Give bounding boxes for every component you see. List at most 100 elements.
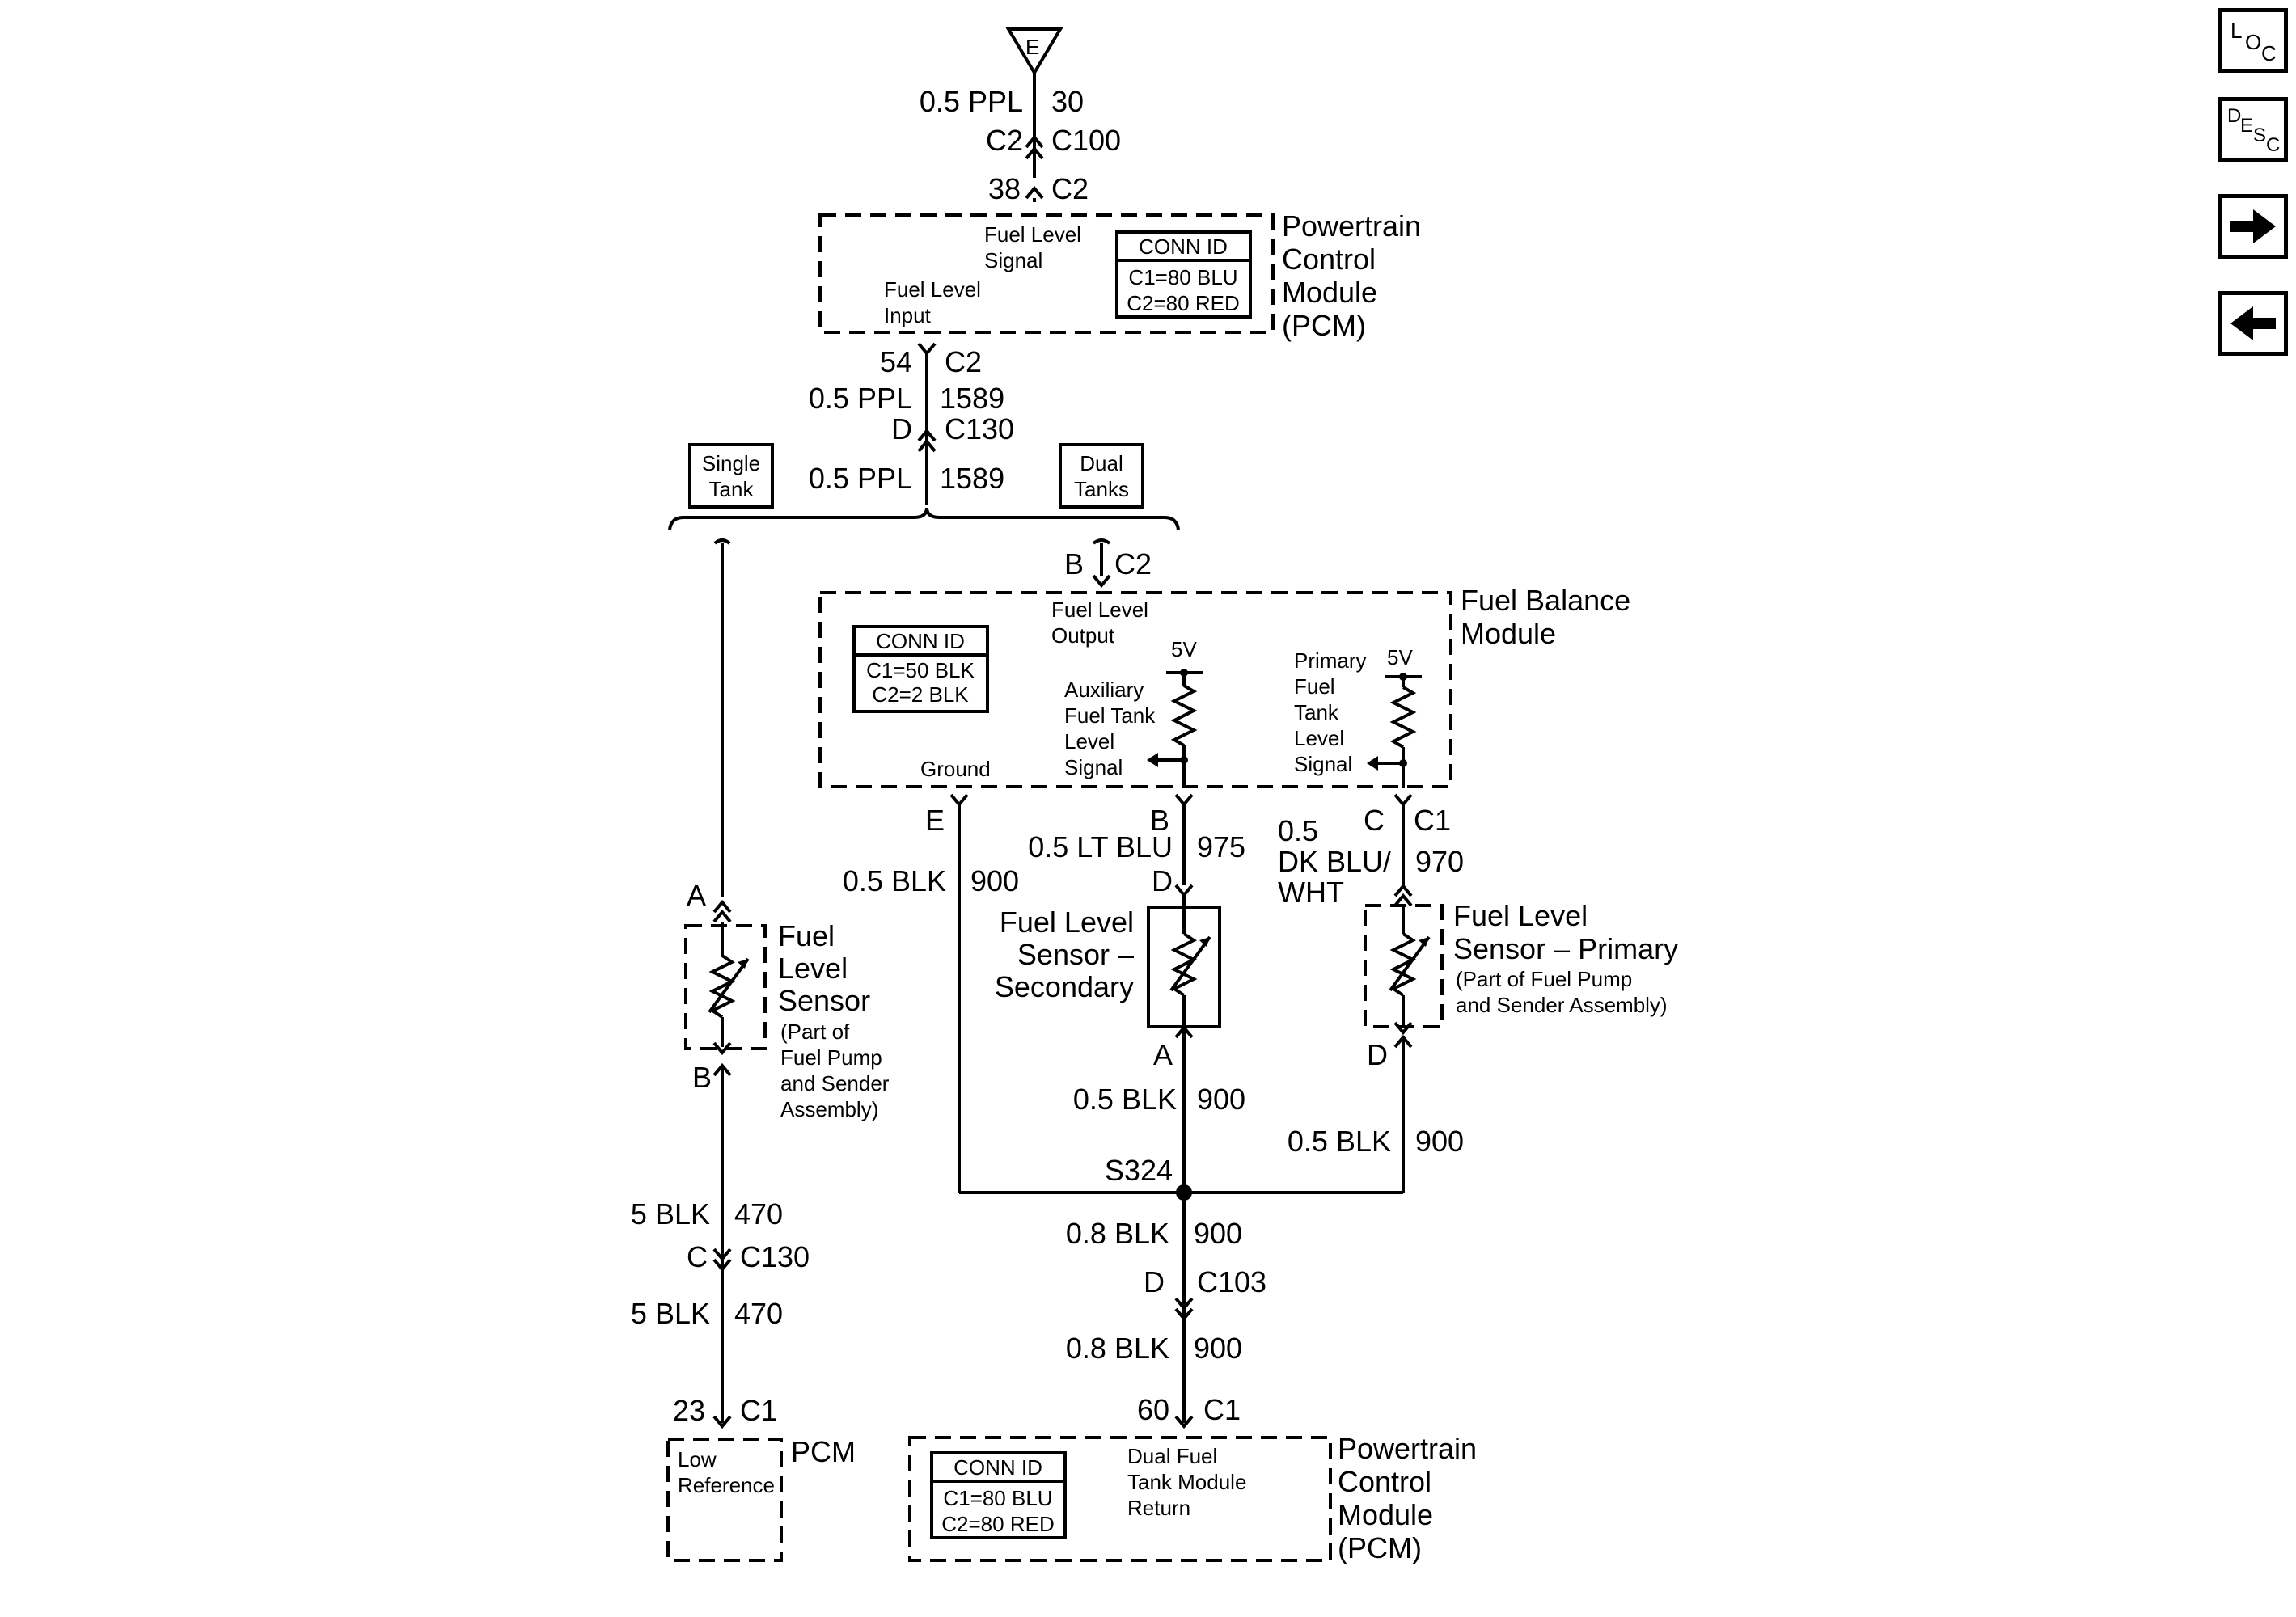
single-sensor-box — [684, 924, 767, 1050]
svg-text:C2=80 RED: C2=80 RED — [941, 1512, 1054, 1536]
fbm-aux-label-2: Fuel Tank — [1064, 703, 1156, 728]
svg-text:C1=80 BLU: C1=80 BLU — [943, 1486, 1052, 1510]
pcm-low-title: PCM — [791, 1435, 856, 1468]
wire-970-gauge-1: 0.5 — [1278, 814, 1318, 847]
c100-connector-symbol — [1025, 134, 1044, 160]
wire-470-gauge: 5 BLK — [631, 1197, 710, 1231]
pcm-c1-pin23-symbol — [712, 1415, 732, 1429]
primary-sensor-sub-2: and Sender Assembly) — [1456, 993, 1668, 1017]
pcm-return-label-2: Tank Module — [1127, 1470, 1246, 1494]
option-single-tank: Single Tank — [688, 443, 774, 509]
pcm-input-label-1: Fuel Level — [884, 277, 981, 302]
description-button[interactable]: D E S C — [2218, 97, 2288, 162]
single-sensor-sub-2: Fuel Pump — [780, 1045, 882, 1070]
fbm-aux-5v: 5V — [1171, 637, 1197, 661]
pcm-low-reference-box — [666, 1438, 783, 1562]
secondary-sensor-variable-arrow — [1169, 935, 1211, 992]
pcm-return-label-1: Dual Fuel — [1127, 1444, 1217, 1468]
svg-text:C1=80 BLU: C1=80 BLU — [1128, 265, 1237, 289]
single-sensor-bottom-pin-symbol — [712, 1041, 732, 1056]
pcm-conn-c1-left: C1 — [740, 1394, 777, 1427]
pcm-c2-pin38-symbol — [1025, 185, 1044, 200]
primary-sensor-title-1: Fuel Level — [1453, 899, 1588, 932]
single-sensor-pin-a: A — [687, 879, 706, 912]
primary-sensor-top-pin-symbol — [1393, 883, 1413, 907]
single-sensor-title-3: Sensor — [778, 984, 870, 1017]
location-button[interactable]: L O C — [2218, 8, 2288, 73]
c130-name: C130 — [945, 412, 1014, 445]
fbm-aux-label-1: Auxiliary — [1064, 678, 1144, 702]
single-sensor-pin-b: B — [692, 1061, 712, 1094]
single-branch-break — [713, 538, 731, 545]
wire-900-s-gauge: 0.8 BLK — [1066, 1217, 1169, 1250]
single-sensor-variable-arrow — [708, 957, 750, 1014]
pcm-conn-c2: C2 — [1051, 172, 1089, 205]
pcm-top-box — [818, 213, 1275, 334]
pri-signal-arrow — [1367, 756, 1378, 771]
wire-30-gauge: 0.5 PPL — [920, 85, 1023, 118]
previous-button[interactable] — [2218, 291, 2288, 356]
pcm-bottom-title-3: Module — [1338, 1498, 1433, 1531]
next-button[interactable] — [2218, 194, 2288, 259]
svg-text:CONN ID: CONN ID — [876, 629, 965, 653]
pcm-c2-pin54-symbol — [917, 342, 937, 357]
pcm-pin-60: 60 — [1137, 1393, 1169, 1426]
pcm-top-title-1: Powertrain — [1282, 209, 1421, 243]
fbm-pin-c-symbol — [1393, 793, 1413, 808]
svg-text:C: C — [2266, 134, 2280, 156]
fbm-pri-label-1: Primary — [1294, 648, 1367, 673]
fbm-aux-label-3: Level — [1064, 729, 1114, 754]
wire-1589-gauge-2: 0.5 PPL — [809, 462, 912, 495]
wire-900-b-gauge: 0.8 BLK — [1066, 1332, 1169, 1365]
wire-1589-circuit: 1589 — [940, 382, 1004, 415]
wire-900-a-gauge: 0.5 BLK — [1073, 1083, 1177, 1116]
secondary-sensor-title-1: Fuel Level — [1000, 906, 1134, 939]
wire-900-circuit: 900 — [970, 864, 1019, 897]
arrow-right-icon — [2230, 209, 2276, 243]
connector-e: E — [1005, 27, 1063, 76]
pcm-signal-label-2: Signal — [984, 248, 1042, 272]
wire-900-b-circuit: 900 — [1194, 1332, 1242, 1365]
svg-text:Dual: Dual — [1080, 451, 1123, 475]
fuel-balance-module-box — [818, 591, 1452, 788]
wire-900-a-circuit: 900 — [1197, 1083, 1245, 1116]
single-sensor-top-pin-symbol — [712, 899, 732, 923]
secondary-sensor-pin-a: A — [1153, 1038, 1173, 1071]
secondary-sensor-title-2: Sensor – — [1017, 938, 1134, 971]
c130-pin-d: D — [891, 412, 912, 445]
primary-sensor-sub-1: (Part of Fuel Pump — [1456, 967, 1632, 991]
primary-sensor-pin-d: D — [1367, 1038, 1388, 1071]
fbm-pri-label-5: Signal — [1294, 752, 1352, 776]
primary-sensor-d-symbol — [1393, 1021, 1413, 1036]
svg-text:L: L — [2230, 19, 2242, 43]
primary-sensor-resistor — [1389, 932, 1417, 997]
pcm-pin-38: 38 — [988, 172, 1021, 205]
fbm-pin-b-symbol — [1174, 793, 1194, 808]
c103-pin: D — [1144, 1265, 1165, 1298]
option-dual-tanks: Dual Tanks — [1059, 443, 1144, 509]
connector-e-label: E — [1025, 35, 1039, 59]
pcm-pin-54: 54 — [880, 345, 912, 378]
secondary-sensor-pin-d: D — [1152, 864, 1173, 897]
fbm-pin-b: B — [1150, 804, 1169, 837]
wire-975-circuit: 975 — [1197, 830, 1245, 863]
c130-lower-pin: C — [687, 1240, 708, 1273]
pcm-bottom-box — [908, 1436, 1332, 1562]
splice-s324-label: S324 — [1105, 1154, 1173, 1187]
single-sensor-sub-4: Assembly) — [780, 1097, 878, 1121]
fbm-c2-pinb-symbol — [1092, 574, 1111, 589]
wire-970-circuit: 970 — [1415, 845, 1464, 878]
pcm-signal-label-1: Fuel Level — [984, 222, 1081, 247]
fbm-output-label-2: Output — [1051, 623, 1115, 648]
pcm-bottom-title-4: (PCM) — [1338, 1531, 1422, 1564]
fbm-pin-e: E — [925, 804, 945, 837]
fbm-title-1: Fuel Balance — [1461, 584, 1630, 617]
pcm-c1-pin60-symbol — [1174, 1415, 1194, 1429]
wire-970-gauge-2: DK BLU/ — [1278, 845, 1391, 878]
c103-connector-symbol — [1174, 1297, 1194, 1322]
c130-lower-name: C130 — [740, 1240, 810, 1273]
wire-1589-circuit-2: 1589 — [940, 462, 1004, 495]
pcm-low-label-2: Reference — [678, 1473, 775, 1497]
primary-sensor-variable-arrow — [1389, 935, 1431, 992]
fbm-pri-label-2: Fuel — [1294, 674, 1335, 699]
